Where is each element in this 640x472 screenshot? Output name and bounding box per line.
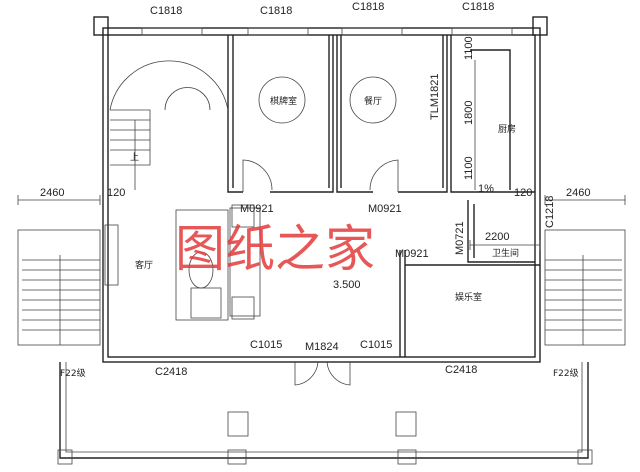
kitchen-dim: 1800 [463, 101, 475, 125]
sofa-set [104, 204, 261, 321]
room-label-bathroom: 卫生间 [492, 247, 519, 259]
window-label: C2418 [445, 364, 477, 376]
right-exterior-stair [544, 229, 626, 346]
door-label: M0921 [395, 248, 429, 260]
window-label: C1818 [462, 1, 494, 13]
window-label: C2418 [155, 366, 187, 378]
door-label-main: M1824 [305, 341, 339, 353]
outer-walls [93, 16, 548, 363]
room-label-kitchen: 厨房 [498, 123, 516, 135]
chess-table [258, 76, 306, 124]
dimension-label: 2460 [40, 187, 64, 199]
stair-steps-label: F22级 [60, 367, 86, 379]
slope-label: 1% [478, 183, 494, 195]
dining-table [349, 76, 397, 124]
window-label: C1818 [260, 5, 292, 17]
room-label-dining: 餐厅 [364, 95, 382, 107]
left-exterior-stair [17, 229, 101, 346]
door-swings [242, 159, 399, 386]
dimension-lines [17, 60, 626, 250]
stair-steps-label: F22级 [553, 367, 579, 379]
door-label: M0721 [454, 221, 466, 255]
room-label-entertainment: 娱乐室 [455, 291, 482, 303]
window-label: C1818 [352, 1, 384, 13]
door-label: M0921 [240, 203, 274, 215]
door-label: M0921 [368, 203, 402, 215]
sliding-door-label: TLM1821 [429, 74, 441, 120]
window-label: C1818 [150, 5, 182, 17]
dimension-label: 120 [514, 187, 532, 199]
level-label: 3.500 [333, 279, 361, 291]
kitchen-dim: 1100 [463, 36, 475, 60]
window-label: C1015 [250, 339, 282, 351]
watermark: 图纸之家 [175, 220, 375, 278]
stair-up-label: 上 [130, 152, 139, 163]
window-label: C1218 [544, 196, 556, 228]
top-windows [141, 27, 513, 36]
dimension-label: 120 [107, 187, 125, 199]
porch [57, 362, 593, 465]
interior-walls [227, 35, 540, 357]
kitchen-dim: 1100 [463, 156, 475, 180]
room-label-chess: 棋牌室 [270, 95, 297, 107]
dimension-label: 2200 [485, 231, 509, 243]
spiral-staircase: 上 [109, 60, 229, 190]
window-label: C1015 [360, 339, 392, 351]
dimension-label: 2460 [566, 187, 590, 199]
room-label-living: 客厅 [135, 259, 153, 271]
